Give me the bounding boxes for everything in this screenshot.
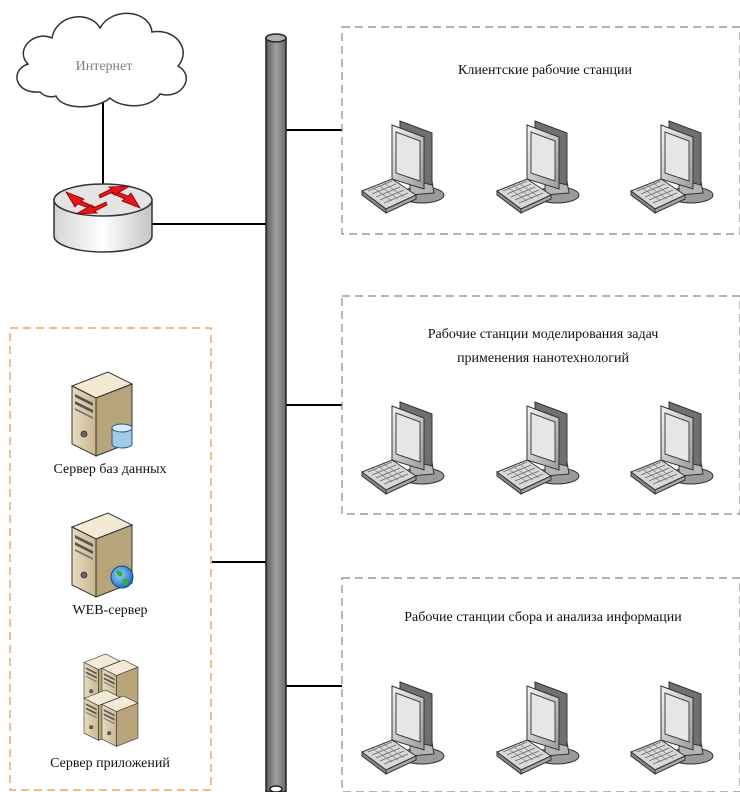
workstation-icon <box>496 681 580 775</box>
workstation-icon <box>630 120 714 214</box>
workstation-icon <box>496 120 580 214</box>
database-cylinder-icon <box>111 423 133 449</box>
servers-group-frame <box>9 327 212 791</box>
workstation-icon <box>361 681 445 775</box>
globe-icon <box>110 565 134 589</box>
workstation-icon <box>496 401 580 495</box>
modeling-group-title-line1: Рабочие станции моделирования задач <box>428 327 659 342</box>
internet-cloud: Интернет <box>16 12 187 108</box>
workstation-icon <box>361 401 445 495</box>
application-server-label: Сервер приложений <box>50 756 170 771</box>
web-server-label: WEB-сервер <box>72 603 147 618</box>
internet-label: Интернет <box>76 59 133 74</box>
database-server-label: Сервер баз данных <box>53 462 166 477</box>
collection-group-frame <box>341 577 740 792</box>
workstation-icon <box>630 681 714 775</box>
modeling-group-title-line2: применения нанотехнологий <box>457 351 629 366</box>
clients-group-frame <box>341 26 740 235</box>
web-server-icon <box>71 512 134 598</box>
connection-lines <box>102 100 342 687</box>
clients-group-title: Клиентские рабочие станции <box>458 63 632 78</box>
application-server-icon <box>83 653 139 747</box>
database-server-icon <box>71 371 133 457</box>
workstation-icon <box>361 120 445 214</box>
workstation-icon <box>630 401 714 495</box>
network-backbone <box>265 33 287 792</box>
collection-group-title: Рабочие станции сбора и анализа информац… <box>404 610 682 625</box>
router-icon <box>53 183 153 253</box>
modeling-group-frame <box>341 295 740 515</box>
